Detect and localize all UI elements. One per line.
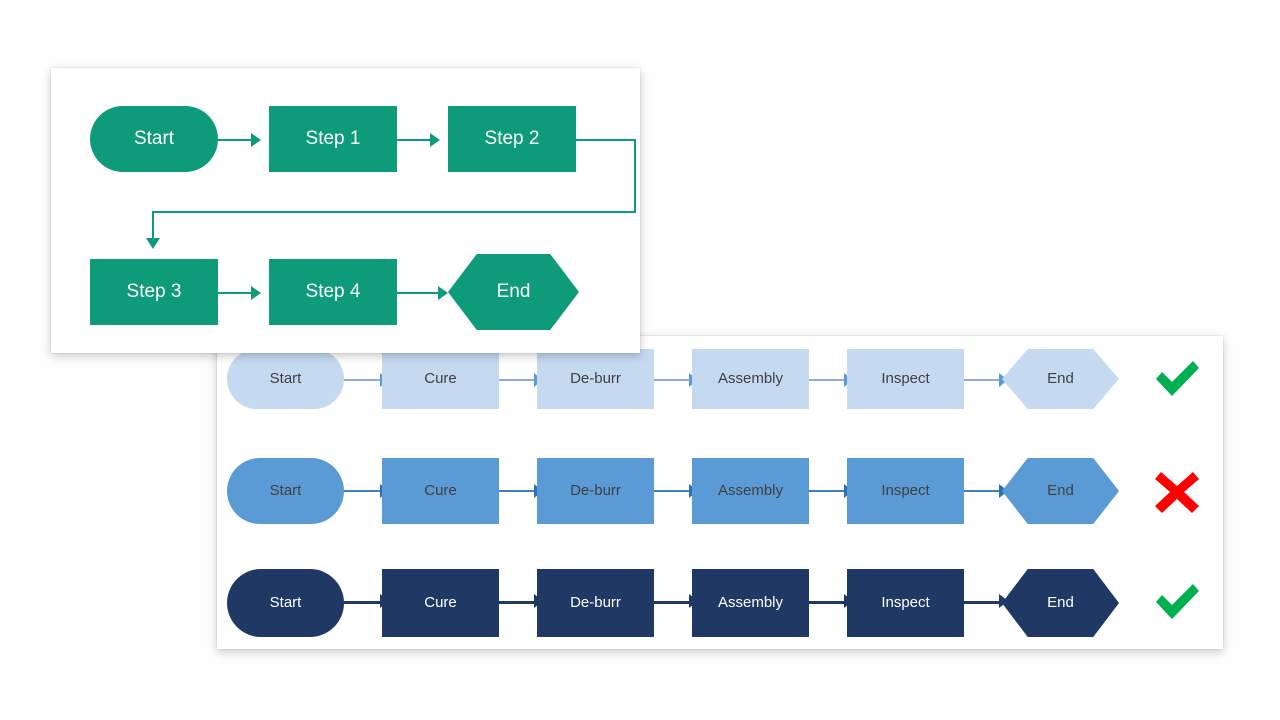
row3-connector-4	[808, 601, 846, 604]
green-node-step3[interactable]: Step 3	[90, 259, 218, 325]
row1-node-deburr[interactable]: De-burr	[537, 349, 654, 409]
row2-node-inspect-label: Inspect	[881, 481, 930, 499]
row3-arrowhead-5	[999, 594, 1008, 608]
green-connector-step3-step4	[218, 292, 254, 294]
check-icon	[1149, 574, 1205, 630]
row3-node-inspect[interactable]: Inspect	[847, 569, 964, 637]
manufacturing-flow-variants-panel: Start Cure De-burr Assembly Inspect End …	[217, 336, 1223, 649]
row2-node-deburr[interactable]: De-burr	[537, 458, 654, 524]
row3-node-start-label: Start	[269, 593, 302, 611]
green-node-start[interactable]: Start	[90, 106, 218, 172]
row3-node-start[interactable]: Start	[227, 569, 344, 637]
green-node-step3-label: Step 3	[126, 280, 182, 302]
row3-node-end-label: End	[1047, 593, 1074, 611]
green-node-step1[interactable]: Step 1	[269, 106, 397, 172]
row3-connector-1	[344, 601, 382, 604]
row2-connector-4	[808, 490, 846, 492]
row3-node-cure-label: Cure	[424, 593, 457, 611]
check-icon	[1149, 351, 1205, 407]
row1-connector-5	[963, 379, 1001, 381]
green-flowchart-panel: Start Step 1 Step 2 Step 3 Step 4 End	[51, 68, 640, 353]
green-elbow-seg-down	[634, 139, 636, 213]
green-node-step1-label: Step 1	[305, 127, 361, 149]
row3-node-deburr[interactable]: De-burr	[537, 569, 654, 637]
green-connector-step1-step2	[397, 139, 433, 141]
row2-node-cure-label: Cure	[424, 481, 457, 499]
green-arrowhead-end	[438, 286, 448, 300]
row2-node-cure[interactable]: Cure	[382, 458, 499, 524]
green-node-step2[interactable]: Step 2	[448, 106, 576, 172]
green-arrowhead-step4	[251, 286, 261, 300]
row3-node-assembly[interactable]: Assembly	[692, 569, 809, 637]
row1-node-cure-label: Cure	[424, 369, 457, 387]
green-node-step2-label: Step 2	[484, 127, 540, 149]
row1-node-inspect[interactable]: Inspect	[847, 349, 964, 409]
green-node-step4[interactable]: Step 4	[269, 259, 397, 325]
green-node-start-label: Start	[133, 127, 175, 149]
row1-connector-1	[344, 379, 382, 381]
green-arrowhead-step1	[251, 133, 261, 147]
green-elbow-seg-left	[152, 211, 636, 213]
row1-node-assembly-label: Assembly	[717, 369, 784, 387]
row1-node-assembly[interactable]: Assembly	[692, 349, 809, 409]
row2-node-start[interactable]: Start	[227, 458, 344, 524]
row3-node-deburr-label: De-burr	[570, 593, 621, 611]
green-elbow-seg-drop	[152, 211, 154, 240]
row2-connector-2	[498, 490, 536, 492]
row2-node-start-label: Start	[269, 481, 302, 499]
row3-node-inspect-label: Inspect	[881, 593, 930, 611]
row2-node-assembly-label: Assembly	[717, 481, 784, 499]
row2-connector-1	[344, 490, 382, 492]
row2-connector-3	[653, 490, 691, 492]
green-connector-step4-end	[397, 292, 441, 294]
row2-node-end[interactable]: End	[1002, 458, 1119, 524]
row3-connector-2	[498, 601, 536, 604]
row2-node-deburr-label: De-burr	[570, 481, 621, 499]
row1-node-start[interactable]: Start	[227, 349, 344, 409]
green-node-step4-label: Step 4	[305, 280, 361, 302]
row1-node-end[interactable]: End	[1002, 349, 1119, 409]
row1-node-cure[interactable]: Cure	[382, 349, 499, 409]
row1-node-start-label: Start	[269, 369, 302, 387]
green-arrowhead-step2	[430, 133, 440, 147]
green-node-end-label: End	[496, 280, 531, 302]
row2-node-inspect[interactable]: Inspect	[847, 458, 964, 524]
row2-connector-5	[963, 490, 1001, 492]
row3-node-assembly-label: Assembly	[717, 593, 784, 611]
row1-connector-2	[498, 379, 536, 381]
row3-node-end[interactable]: End	[1002, 569, 1119, 637]
green-arrowhead-step3	[146, 238, 160, 249]
row3-connector-3	[653, 601, 691, 604]
row2-node-assembly[interactable]: Assembly	[692, 458, 809, 524]
row1-node-end-label: End	[1047, 369, 1074, 387]
cross-icon	[1149, 463, 1205, 519]
row1-node-deburr-label: De-burr	[570, 369, 621, 387]
row1-node-inspect-label: Inspect	[881, 369, 930, 387]
row2-node-end-label: End	[1047, 481, 1074, 499]
green-elbow-seg-right	[576, 139, 635, 141]
row3-connector-5	[963, 601, 1001, 604]
row3-node-cure[interactable]: Cure	[382, 569, 499, 637]
green-node-end[interactable]: End	[448, 254, 579, 330]
row1-connector-3	[653, 379, 691, 381]
green-connector-start-step1	[218, 139, 254, 141]
row1-connector-4	[808, 379, 846, 381]
